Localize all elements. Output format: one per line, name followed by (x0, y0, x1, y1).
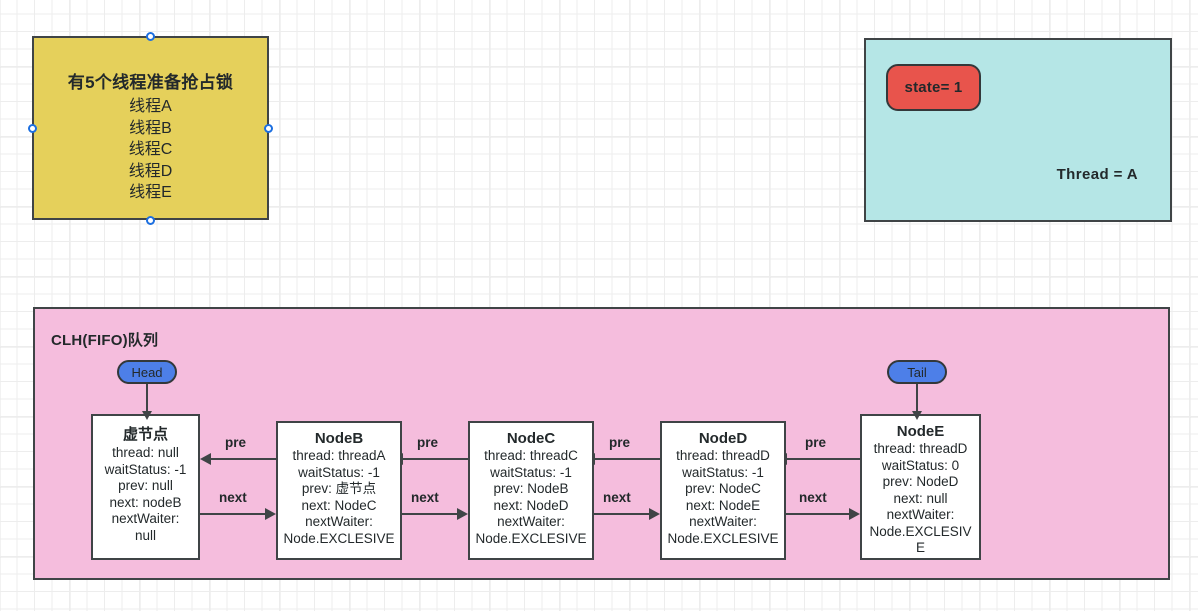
node-c[interactable]: NodeC thread: threadC waitStatus: -1 pre… (468, 421, 594, 560)
pre-arrow-label: pre (417, 435, 439, 450)
next-arrow-b-to-c (392, 508, 468, 520)
node-field-nextwaiter: nextWaiter: (305, 514, 373, 529)
node-field-nextwaiter: nextWaiter: (886, 507, 955, 522)
resize-handle-top[interactable] (146, 32, 155, 41)
tail-badge[interactable]: Tail (887, 360, 947, 384)
pre-arrow-label: pre (609, 435, 631, 450)
node-field-nextwaiter-value: Node.EXCLESIV (869, 523, 972, 539)
node-field-waitstatus: waitStatus: -1 (682, 464, 764, 480)
next-arrow-label: next (411, 490, 439, 505)
node-field-waitstatus: waitStatus: -1 (298, 464, 380, 480)
lock-state-box[interactable]: state= 1 Thread = A (864, 38, 1172, 222)
node-field-prev: prev: null (118, 478, 173, 493)
node-field-thread: thread: threadD (676, 448, 770, 463)
node-field-next: next: nodeB (109, 494, 182, 510)
pre-arrow-label: pre (225, 435, 247, 450)
next-arrow-label: next (219, 490, 247, 505)
pre-arrow-b-to-head (200, 453, 276, 465)
node-virtual-head[interactable]: 虚节点 thread: null waitStatus: -1 prev: nu… (91, 414, 200, 560)
node-title: NodeE (896, 423, 945, 440)
thread-item-a: 线程A (129, 98, 172, 115)
pre-arrow-label: pre (805, 435, 827, 450)
threads-box-header: 有5个线程准备抢占锁 (67, 73, 234, 92)
threads-summary-box[interactable]: 有5个线程准备抢占锁 线程A 线程B 线程C 线程D 线程E (32, 36, 269, 220)
node-field-prev: prev: 虚节点 (301, 481, 377, 496)
node-field-nextwaiter-value: Node.EXCLESIVE (667, 530, 779, 546)
pre-arrow-c-to-b (392, 453, 468, 465)
head-badge[interactable]: Head (117, 360, 177, 384)
node-field-nextwaiter-value: Node.EXCLESIVE (283, 530, 395, 546)
node-field-next: next: null (893, 490, 948, 506)
thread-item-e: 线程E (129, 184, 172, 201)
node-field-next: next: NodeC (301, 497, 377, 513)
clh-queue-container[interactable]: CLH(FIFO)队列 Head Tail 虚节点 thread: null w… (33, 307, 1170, 580)
thread-item-d: 线程D (128, 162, 173, 180)
next-arrow-head-to-b (200, 508, 276, 520)
tail-pointer-arrow (912, 384, 922, 420)
node-title: 虚节点 (122, 426, 168, 443)
resize-handle-right[interactable] (264, 124, 273, 133)
node-b[interactable]: NodeB thread: threadA waitStatus: -1 pre… (276, 421, 402, 560)
resize-handle-left[interactable] (28, 124, 37, 133)
node-d[interactable]: NodeD thread: threadD waitStatus: -1 pre… (660, 421, 786, 560)
node-e[interactable]: NodeE thread: threadD waitStatus: 0 prev… (860, 414, 981, 560)
owner-thread-label: Thread = A (1056, 166, 1138, 183)
node-field-nextwaiter: nextWaiter: (689, 514, 757, 529)
node-field-next: next: NodeE (685, 497, 761, 513)
state-badge[interactable]: state= 1 (886, 64, 981, 111)
node-field-thread: thread: threadC (484, 448, 578, 463)
next-arrow-label: next (799, 490, 827, 505)
pre-arrow-e-to-d (776, 453, 860, 465)
node-field-nextwaiter-value-wrap: E (915, 540, 925, 555)
node-title: NodeB (314, 430, 364, 447)
node-field-prev: prev: NodeD (882, 474, 959, 489)
thread-item-c: 线程C (128, 141, 173, 158)
node-field-thread: thread: null (112, 445, 179, 460)
node-title: NodeC (506, 430, 556, 447)
head-pointer-arrow (142, 384, 152, 420)
node-field-waitstatus: waitStatus: -1 (490, 464, 572, 480)
node-field-nextwaiter-value: null (134, 527, 156, 543)
next-arrow-d-to-e (776, 508, 860, 520)
pre-arrow-d-to-c (584, 453, 660, 465)
next-arrow-c-to-d (584, 508, 660, 520)
node-field-thread: thread: threadA (292, 448, 386, 463)
next-arrow-label: next (603, 490, 631, 505)
resize-handle-bottom[interactable] (146, 216, 155, 225)
node-field-thread: thread: threadD (873, 441, 968, 456)
node-field-next: next: NodeD (493, 497, 569, 513)
clh-queue-title: CLH(FIFO)队列 (51, 332, 159, 349)
node-field-waitstatus: waitStatus: -1 (104, 461, 187, 477)
node-title: NodeD (698, 430, 748, 447)
node-field-nextwaiter: nextWaiter: (497, 514, 565, 529)
thread-item-b: 线程B (129, 119, 172, 137)
node-field-prev: prev: NodeC (685, 481, 761, 496)
node-field-prev: prev: NodeB (493, 481, 569, 496)
node-field-nextwaiter-value: Node.EXCLESIVE (475, 530, 587, 546)
node-field-nextwaiter: nextWaiter: (111, 511, 180, 526)
node-field-waitstatus: waitStatus: 0 (881, 457, 960, 473)
